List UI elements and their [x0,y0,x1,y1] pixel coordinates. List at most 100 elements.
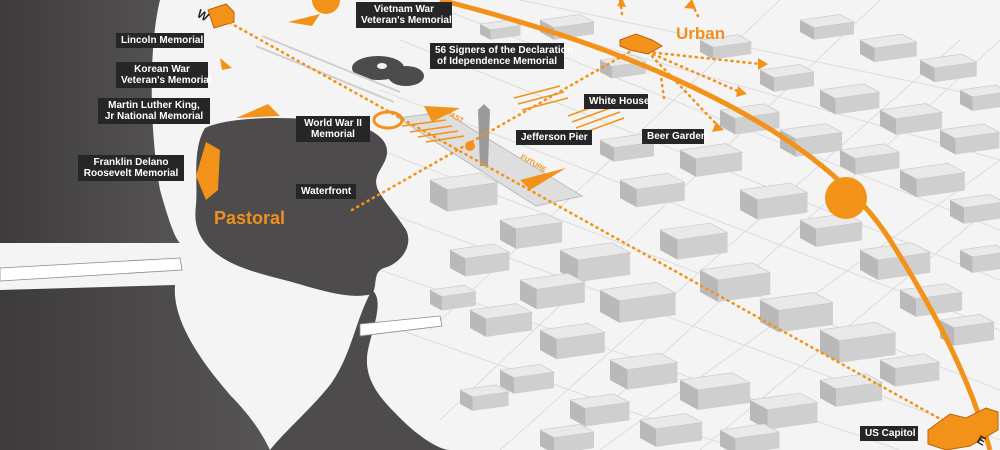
city-block-top [939,123,1000,139]
city-block-top [559,242,632,261]
korean-memorial-label: Korean War Veteran's Memorial [116,62,212,88]
city-block-side [585,402,630,427]
city-block-front [680,380,699,411]
city-block-side [514,372,554,394]
city-block-top [699,262,772,281]
city-block-side [490,25,521,40]
city-block-side [536,282,585,310]
urban-zone-label: Urban [676,24,726,43]
city-block-side [447,182,498,212]
city-block-side [954,322,994,346]
city-block-front [700,40,714,60]
city-block-top [839,143,901,159]
city-block-top [499,364,555,379]
city-block-front [500,220,517,249]
jefferson-pier-label: Jefferson Pier [516,130,592,145]
city-block-side [916,172,965,198]
city-block-top [569,393,631,409]
pond-island [377,63,387,69]
city-block-side [656,422,703,447]
city-block-side [836,382,883,407]
city-block-front [520,280,537,310]
city-block-front [940,130,956,155]
city-block-top [799,14,855,29]
city-block-top [919,53,978,69]
signers-memorial-text-2: of Idependence Memorial [436,56,558,67]
city-block-front [540,330,557,360]
city-block-front [880,110,897,135]
mlk-memorial-label: Martin Luther King, Jr National Memorial [98,98,210,124]
us-capitol-shape [927,407,999,450]
city-block-side [839,332,896,363]
city-block-top [519,272,586,290]
mlk-memorial-text-1: Martin Luther King, [108,100,200,111]
jefferson-pier-text: Jefferson Pier [521,132,588,143]
city-block-front [430,180,448,212]
city-block-front [720,110,736,135]
city-block-top [469,303,534,320]
lincoln-memorial-label: Lincoln Memorial [116,33,204,48]
city-block-front [860,40,875,63]
city-block-side [774,72,814,92]
city-block-side [465,252,510,277]
city-block-side [874,42,917,63]
city-block-side [713,41,752,60]
city-block-side [718,272,771,303]
city-block-side [578,252,631,283]
fdr-memorial-shape [196,142,220,200]
city-block-front [600,60,612,79]
city-block-top [759,64,815,79]
city-block-side [934,62,977,83]
city-block-front [800,20,814,40]
city-block-top [539,14,595,29]
mlk-memorial-shape [236,104,280,118]
city-block-side [855,152,900,175]
city-block-top [899,162,966,180]
city-block-top [429,284,477,297]
mlk-memorial-text-2: Jr National Memorial [104,111,204,122]
city-block-top [539,424,595,439]
city-block-top [819,321,897,342]
city-block-side [735,432,780,450]
city-block-front [900,170,917,198]
potomac-river-upper [0,0,180,243]
wwii-memorial-label: World War II Memorial [296,116,370,142]
city-block-side [556,332,605,360]
city-block-side [835,92,880,115]
city-block-side [778,302,833,333]
wwii-memorial-text-2: Memorial [311,129,355,140]
city-block-side [516,222,563,249]
city-block-side [677,232,728,260]
city-block-top [899,283,964,300]
city-block-top [499,213,564,230]
city-block-side [619,292,676,323]
city-block-top [599,281,677,302]
past-stripes [401,119,465,143]
vietnam-memorial-text-1: Vietnam War [373,4,435,15]
vietnam-memorial-label: Vietnam War Veteran's Memorial [356,2,452,28]
city-block-side [796,132,843,157]
lincoln-memorial-shape [207,3,235,29]
city-block-front [920,60,935,83]
city-block-top [879,353,941,369]
city-blocks [429,14,1000,450]
city-block-top [959,244,1000,258]
city-block-top [699,34,753,48]
city-block-side [636,182,685,208]
korean-memorial-shape [220,58,232,70]
city-block-top [719,103,781,119]
city-block-top [879,103,944,120]
signers-memorial-text-1: 56 Signers of the Declaration [435,45,573,56]
city-block-top [759,292,834,311]
signers-memorial-label: 56 Signers of the Declaration of Idepend… [430,43,573,69]
city-block-top [609,352,679,370]
city-block-side [896,112,943,135]
city-block-top [819,83,881,99]
city-block-front [940,320,954,346]
city-block-front [700,270,719,303]
korean-memorial-text-2: Veteran's Memorial [121,75,212,86]
city-block-top [779,123,844,140]
city-block-front [860,250,879,281]
city-block-front [840,150,856,175]
